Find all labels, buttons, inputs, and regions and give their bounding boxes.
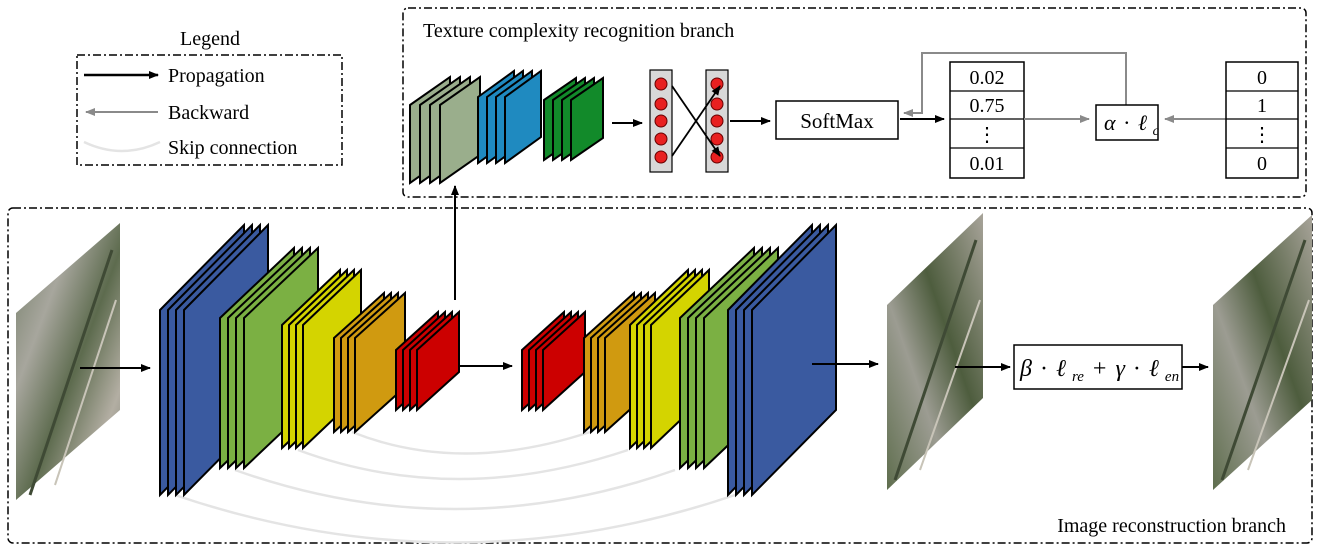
decoder bbox=[521, 222, 837, 498]
fully-connected-layers bbox=[649, 69, 729, 173]
target-ellipsis: ⋮ bbox=[1252, 124, 1272, 146]
texture-loss-box bbox=[1095, 104, 1159, 141]
prediction-value-1: 0.02 bbox=[970, 67, 1005, 89]
neuron-l1-5 bbox=[654, 150, 668, 164]
skip-connection-1 bbox=[174, 493, 736, 544]
reconstruction-branch-frame bbox=[7, 207, 1313, 544]
texture-branch-title: Texture complexity recognition branch bbox=[423, 20, 734, 42]
svg-text:β · ℓ: β · ℓ re + γ · ℓ en bbox=[1019, 356, 1179, 387]
texture-conv-block-2 bbox=[477, 69, 542, 165]
reconstruction-branch-title: Image reconstruction branch bbox=[1057, 515, 1286, 537]
gamma-dot: · bbox=[1133, 356, 1141, 382]
prediction-ellipsis: ⋮ bbox=[977, 124, 997, 146]
texture-branch: Texture complexity recognition branch So… bbox=[402, 7, 1307, 198]
target-value-1: 0 bbox=[1257, 67, 1267, 89]
skip-connection-2 bbox=[234, 468, 676, 511]
prediction-value-2: 0.75 bbox=[970, 95, 1005, 117]
alpha-dot: · bbox=[1123, 110, 1130, 135]
neuron-l1-3 bbox=[654, 114, 668, 128]
backward-to-softmax-arrow bbox=[903, 52, 1127, 117]
reconstruction-loss: β · ℓ re + γ · ℓ en bbox=[1013, 344, 1183, 390]
neuron-l2-2 bbox=[710, 97, 724, 111]
legend-propagation-label: Propagation bbox=[168, 65, 265, 87]
legend-skip-curve bbox=[83, 140, 161, 153]
skip-connections bbox=[174, 430, 736, 544]
target-vector: 0 1 ⋮ 0 bbox=[1225, 61, 1299, 179]
prediction-value-3: 0.01 bbox=[970, 153, 1005, 175]
decoder-block-1 bbox=[521, 309, 586, 413]
neuron-l2-3 bbox=[710, 114, 724, 128]
plus-sign: + bbox=[1093, 356, 1107, 382]
texture-conv-block-1 bbox=[409, 75, 481, 185]
legend-skip-label: Skip connection bbox=[168, 137, 297, 159]
decoder-block-5 bbox=[727, 222, 837, 498]
texture-loss: α · ℓ c bbox=[1095, 104, 1160, 141]
target-value-2: 1 bbox=[1257, 95, 1267, 117]
alpha-symbol: α bbox=[1104, 110, 1116, 135]
texture-conv-layers bbox=[409, 69, 604, 185]
loss-en-subscript: en bbox=[1165, 369, 1179, 385]
legend-backward-label: Backward bbox=[168, 102, 249, 124]
reconstruction-branch: Image reconstruction branch bbox=[7, 185, 1313, 544]
texture-conv-2-sheet bbox=[504, 69, 542, 165]
input-image bbox=[16, 223, 120, 500]
texture-conv-block-3 bbox=[543, 76, 604, 162]
svg-text:α · ℓ: α · ℓ c bbox=[1104, 110, 1160, 139]
loss-en-symbol: ℓ bbox=[1149, 356, 1159, 382]
legend-frame bbox=[76, 54, 343, 166]
gamma-symbol: γ bbox=[1115, 356, 1125, 382]
loss-c-subscript: c bbox=[1153, 124, 1160, 139]
prediction-vector: 0.02 0.75 ⋮ 0.01 bbox=[949, 61, 1025, 179]
skip-connection-3 bbox=[297, 448, 629, 481]
legend-title: Legend bbox=[180, 28, 240, 50]
neuron-l2-1 bbox=[710, 77, 724, 91]
encoder-block-5 bbox=[395, 309, 460, 413]
neuron-l2-4 bbox=[710, 132, 724, 146]
encoder-block-2 bbox=[219, 245, 319, 471]
texture-conv-3-sheet bbox=[570, 76, 604, 162]
decoder-5-sheet bbox=[751, 222, 837, 498]
legend: Legend Propagation Backward Skip connect… bbox=[76, 28, 343, 166]
beta-symbol: β bbox=[1019, 356, 1032, 382]
skip-connection-4 bbox=[351, 430, 591, 455]
loss-re-symbol: ℓ bbox=[1056, 356, 1066, 382]
neuron-l1-1 bbox=[654, 77, 668, 91]
beta-dot: · bbox=[1040, 356, 1048, 382]
softmax-label: SoftMax bbox=[800, 109, 874, 133]
neuron-l1-4 bbox=[654, 132, 668, 146]
loss-re-subscript: re bbox=[1072, 369, 1084, 385]
loss-c-symbol: ℓ bbox=[1138, 110, 1148, 135]
neuron-l1-2 bbox=[654, 97, 668, 111]
target-value-3: 0 bbox=[1257, 153, 1267, 175]
encoder bbox=[159, 222, 460, 498]
softmax-box bbox=[775, 100, 899, 140]
target-image bbox=[1213, 215, 1312, 490]
reconstructed-image bbox=[887, 213, 983, 490]
encoder-5-sheet bbox=[416, 309, 460, 413]
fc-cross-arrow-2 bbox=[671, 85, 721, 157]
